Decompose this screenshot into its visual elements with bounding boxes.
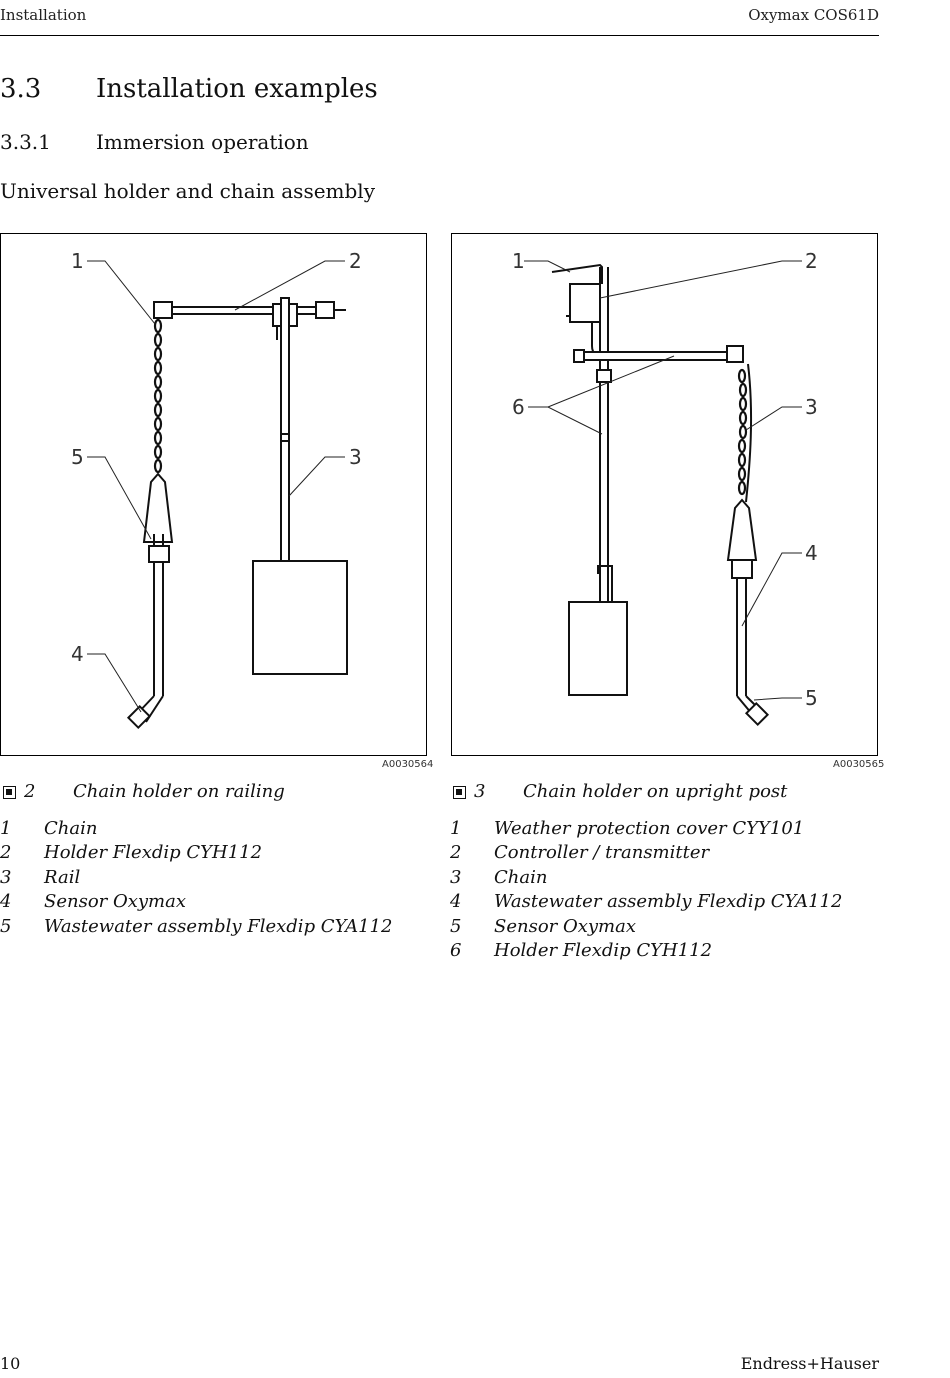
running-header-section: Installation	[0, 6, 87, 24]
legend-text: Sensor Oxymax	[44, 891, 187, 913]
page-number: 10	[0, 1354, 21, 1373]
callout-5: 5	[71, 445, 84, 469]
post-illustration: 1 2 3 4 5 6	[512, 249, 818, 727]
subsection-title: Immersion operation	[96, 130, 309, 154]
callout-4: 4	[71, 642, 84, 666]
railing-illustration: 1 2 3 4 5	[71, 249, 362, 730]
figure-icon	[453, 786, 466, 799]
figure-icon	[3, 786, 16, 799]
legend-text: Chain	[44, 818, 98, 839]
figure-id: A0030565	[833, 759, 885, 770]
callout-6: 6	[512, 395, 525, 419]
callout-3: 3	[349, 445, 362, 469]
figure-chain-holder-railing: 1 2 3 4 5	[0, 233, 427, 756]
legend-text: Controller / transmitter	[494, 842, 710, 864]
callout-2: 2	[805, 249, 818, 273]
figure-id: A0030564	[382, 759, 434, 770]
legend-number: 1	[450, 818, 462, 839]
header-divider	[0, 35, 879, 36]
legend-number: 2	[450, 842, 462, 864]
legend-text: Weather protection cover CYY101	[494, 818, 805, 839]
legend-number: 5	[450, 915, 462, 937]
figure-chain-holder-post: 1 2 3 4 5 6	[451, 233, 878, 756]
legend-number: 1	[0, 818, 12, 839]
callout-1: 1	[71, 249, 84, 273]
legend-number: 3	[0, 866, 12, 888]
running-header-product: Oxymax COS61D	[748, 6, 879, 24]
legend-number: 2	[0, 842, 12, 864]
subsection-number: 3.3.1	[0, 130, 51, 154]
legend-text: Sensor Oxymax	[494, 915, 637, 937]
callout-4: 4	[805, 541, 818, 565]
footer-brand: Endress+Hauser	[740, 1354, 879, 1373]
figure-caption: Chain holder on upright post	[523, 781, 788, 802]
callout-2: 2	[349, 249, 362, 273]
legend-text: Rail	[44, 866, 81, 888]
legend-text: Wastewater assembly Flexdip CYA112	[44, 915, 393, 937]
callout-3: 3	[805, 395, 818, 419]
section-title: Installation examples	[96, 74, 378, 104]
callout-1: 1	[512, 249, 525, 273]
figure-number: 3	[474, 781, 486, 802]
legend-number: 5	[0, 915, 12, 937]
callout-5: 5	[805, 686, 818, 710]
section-number: 3.3	[0, 74, 42, 104]
legend-text: Wastewater assembly Flexdip CYA112	[494, 891, 843, 913]
legend-number: 6	[450, 939, 462, 961]
legend-text: Holder Flexdip CYH112	[494, 939, 713, 961]
legend-text: Holder Flexdip CYH112	[44, 842, 263, 864]
subheading: Universal holder and chain assembly	[0, 179, 375, 203]
legend-text: Chain	[494, 866, 548, 888]
legend-number: 3	[450, 866, 462, 888]
legend-number: 4	[450, 891, 462, 913]
figure-number: 2	[24, 781, 36, 802]
figure-caption: Chain holder on railing	[73, 781, 285, 802]
legend-number: 4	[0, 891, 12, 913]
